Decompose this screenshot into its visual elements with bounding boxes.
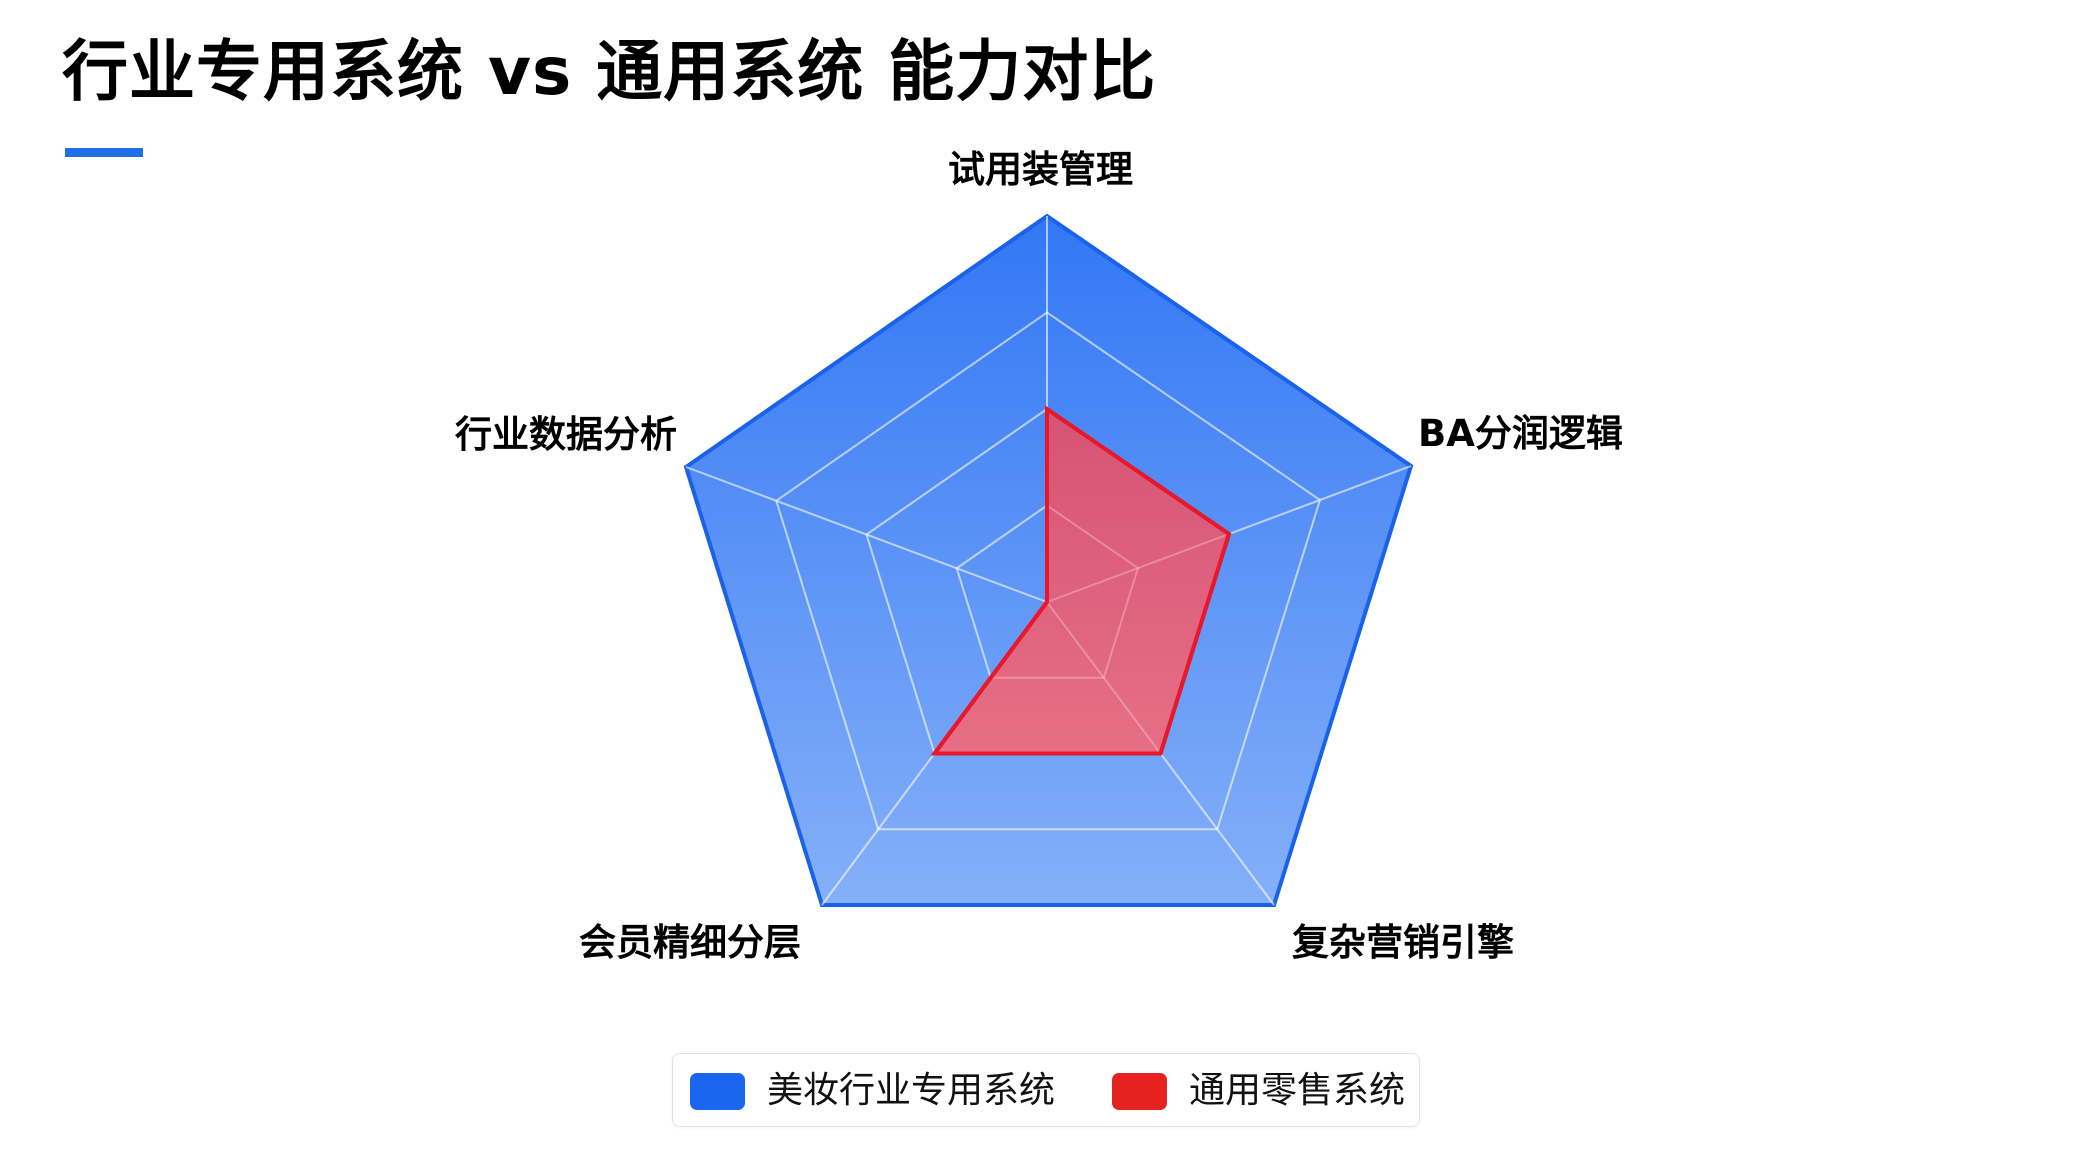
axis-label-ba-commission: BA分润逻辑 bbox=[1418, 412, 1623, 455]
chart-legend: 美妆行业专用系统 通用零售系统 bbox=[672, 1053, 1420, 1127]
legend-item-general-retail[interactable]: 通用零售系统 bbox=[1112, 1072, 1405, 1110]
axis-label-trial-management: 试用装管理 bbox=[948, 148, 1133, 191]
legend-swatch-red bbox=[1112, 1072, 1167, 1110]
legend-item-beauty-system[interactable]: 美妆行业专用系统 bbox=[690, 1072, 1055, 1110]
axis-label-marketing-engine: 复杂营销引擎 bbox=[1292, 921, 1514, 964]
axis-label-member-segmentation: 会员精细分层 bbox=[579, 921, 801, 964]
page-title: 行业专用系统 vs 通用系统 能力对比 bbox=[62, 33, 1157, 110]
axis-label-industry-analytics: 行业数据分析 bbox=[455, 413, 677, 456]
title-underline bbox=[65, 148, 143, 157]
legend-label: 美妆行业专用系统 bbox=[767, 1070, 1056, 1111]
legend-label: 通用零售系统 bbox=[1189, 1070, 1406, 1111]
legend-swatch-blue bbox=[690, 1072, 745, 1110]
